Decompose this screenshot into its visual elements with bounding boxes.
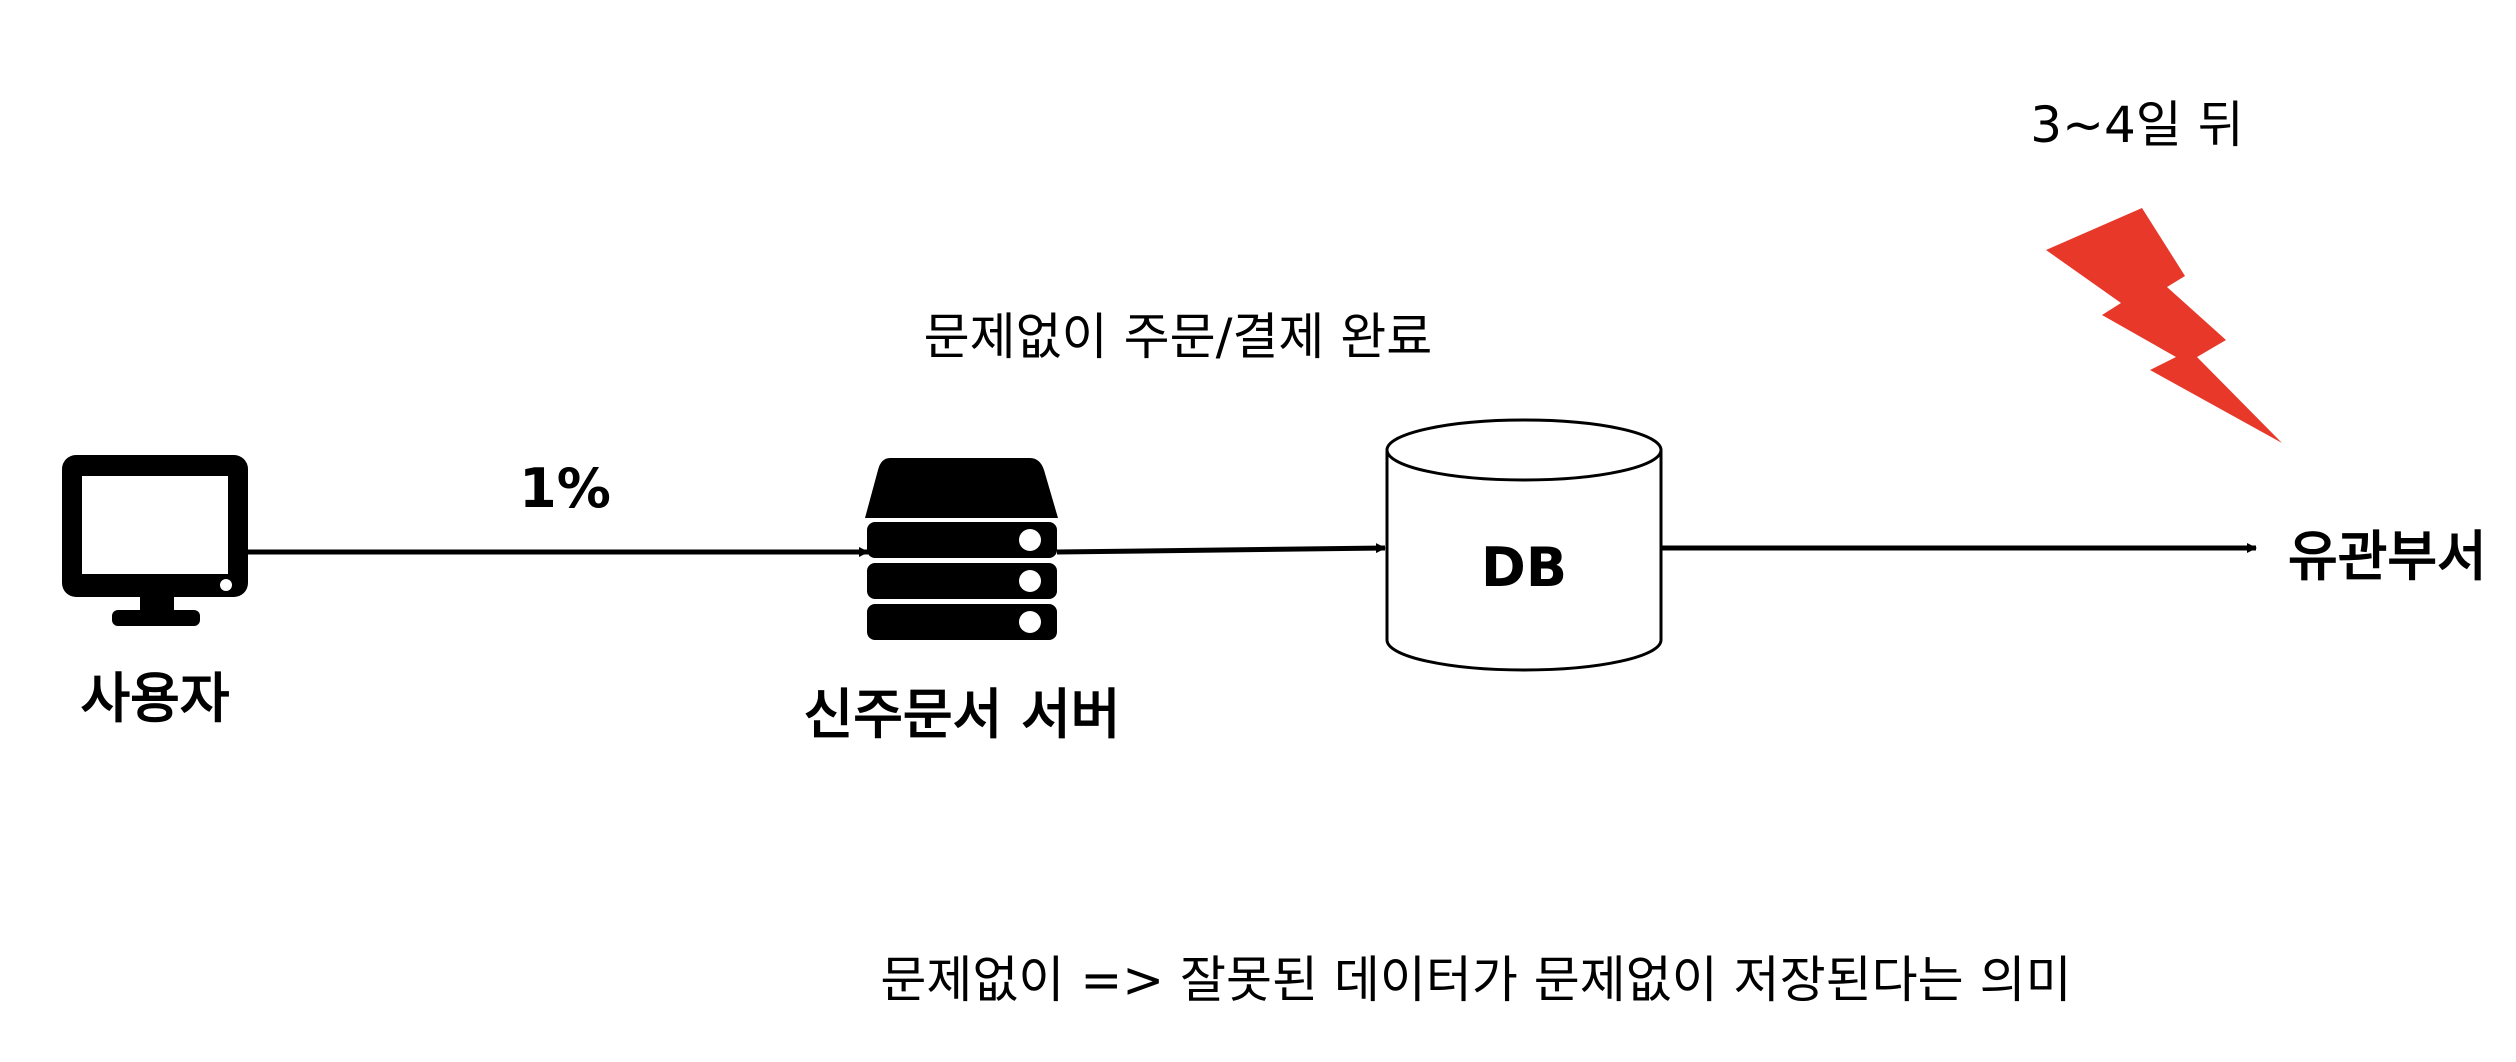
node-label-user: 사용자: [80, 667, 230, 730]
edge-server-to-db: [1056, 543, 1386, 555]
edge-label-time: 3~4일 뒤: [2030, 96, 2244, 154]
edge-label-percent: 1%: [519, 457, 611, 520]
node-label-server: 신주문서 서버: [803, 683, 1121, 746]
node-label-db: DB: [1481, 536, 1567, 599]
lightning-icon: [2046, 208, 2282, 443]
node-label-dept: 유관부서: [2288, 525, 2487, 588]
database-icon: [1385, 418, 1663, 672]
footnote: 문제없이 => 잘못된 데이터가 문제없이 저장된다는 의미: [880, 951, 2072, 1009]
server-icon: [865, 458, 1058, 640]
monitor-icon: [62, 455, 248, 626]
edge-label-server-db: 문제없이 주문/결제 완료: [923, 308, 1433, 366]
